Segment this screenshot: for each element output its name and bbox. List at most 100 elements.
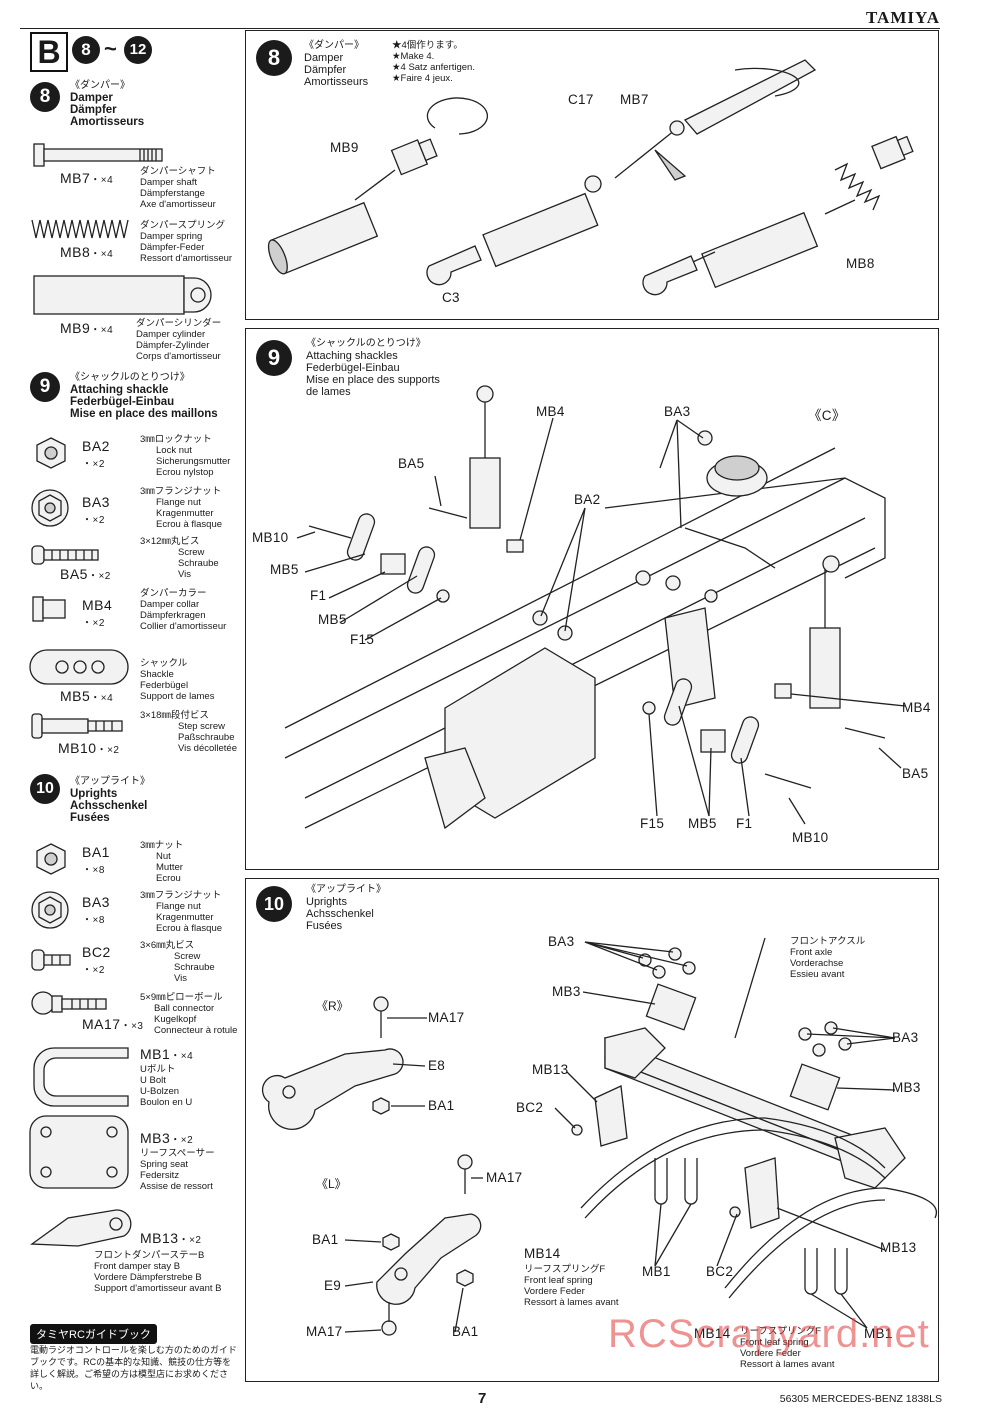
panel10-callout-e8: E8 bbox=[428, 1058, 446, 1073]
panel9-callout-f15-right: F15 bbox=[640, 816, 665, 831]
panel10-callout-ma17-l: MA17 bbox=[486, 1170, 523, 1185]
damper-spring-icon bbox=[31, 219, 129, 239]
guidebook-title: タミヤRCガイドブック bbox=[30, 1324, 157, 1344]
panel9-callout-ba3: BA3 bbox=[664, 404, 691, 419]
section-letter: B bbox=[30, 32, 68, 72]
range-tilde: ~ bbox=[104, 36, 117, 61]
front-damper-stay-icon bbox=[30, 1209, 132, 1247]
panel10-callout-ba1-bottom: BA1 bbox=[452, 1324, 479, 1339]
panel9-callout-f1-left: F1 bbox=[310, 588, 327, 603]
panel9-callout-ba2: BA2 bbox=[574, 492, 601, 507]
panel10-callout-ba1-r: BA1 bbox=[428, 1098, 455, 1113]
step-screw-icon bbox=[31, 713, 123, 739]
panel9-callout-mb4-right: MB4 bbox=[902, 700, 931, 715]
panel9-callout-mb4-top: MB4 bbox=[536, 404, 565, 419]
panel10-badge: 10 bbox=[256, 886, 292, 922]
shackle-assembly-diagram bbox=[284, 385, 906, 830]
panel10-callout-ba3-left: BA3 bbox=[548, 934, 575, 949]
panel9-callout-mb10-right: MB10 bbox=[792, 830, 829, 845]
panel9-badge: 9 bbox=[256, 340, 292, 376]
panel10-callout-ma17-bottom: MA17 bbox=[306, 1324, 343, 1339]
panel8-note: ★4個作ります。★Make 4.★4 Satz anfertigen.★Fair… bbox=[392, 40, 475, 84]
model-code: 56305 MERCEDES-BENZ 1838LS bbox=[779, 1393, 942, 1405]
sidebar-part-mb5-name: MB5・×4 bbox=[60, 688, 114, 704]
sidebar-step10-badge: 10 bbox=[30, 774, 60, 804]
screw-icon bbox=[31, 545, 99, 565]
panel10-callout-mb14-left: MB14 bbox=[524, 1246, 561, 1261]
upright-assembly-diagram bbox=[261, 937, 938, 1336]
sidebar-part-ba3b-name: BA3・×8 bbox=[82, 894, 110, 926]
panel10-callout-bc2-right: BC2 bbox=[706, 1264, 734, 1279]
panel-step8 bbox=[245, 30, 939, 320]
spring-seat-icon bbox=[29, 1115, 129, 1189]
panel8-callout-mb7: MB7 bbox=[620, 92, 649, 107]
panel9-callout-c: 《C》 bbox=[808, 408, 846, 423]
panel-step9 bbox=[245, 328, 939, 870]
panel9-callout-mb5-left2: MB5 bbox=[318, 612, 347, 627]
panel10-callout-mb1-right: MB1 bbox=[864, 1326, 893, 1341]
sidebar-part-mb10-name: MB10・×2 bbox=[58, 740, 120, 756]
sidebar-part-mb8-name: MB8・×4 bbox=[60, 244, 114, 260]
panel8-callout-c3: C3 bbox=[442, 290, 460, 305]
sidebar-part-bc2-name: BC2・×2 bbox=[82, 944, 111, 976]
damper-shaft-icon bbox=[33, 143, 163, 167]
sidebar-step8-badge: 8 bbox=[30, 82, 60, 112]
screw-icon-2 bbox=[31, 949, 71, 971]
sidebar-part-mb4-name: MB4・×2 bbox=[82, 597, 113, 629]
sidebar-part-mb3-name: MB3・×2 bbox=[140, 1130, 194, 1146]
nut-icon bbox=[36, 843, 66, 875]
sidebar-part-ba1-name: BA1・×8 bbox=[82, 844, 110, 876]
panel9-callout-ba5-top: BA5 bbox=[398, 456, 425, 471]
panel10-callout-mb1-left: MB1 bbox=[642, 1264, 671, 1279]
panel8-callout-mb9: MB9 bbox=[330, 140, 359, 155]
panel10-callout-mb3-left: MB3 bbox=[552, 984, 581, 999]
sidebar-part-mb13-name: MB13・×2 bbox=[140, 1230, 202, 1246]
panel9-callout-mb5-right: MB5 bbox=[688, 816, 717, 831]
flange-nut-icon bbox=[31, 489, 69, 527]
panel10-callout-ba3-right: BA3 bbox=[892, 1030, 919, 1045]
panel10-callout-bc2-left: BC2 bbox=[516, 1100, 544, 1115]
panel10-callout-mb13-left: MB13 bbox=[532, 1062, 569, 1077]
panel10-callout-mb3-right: MB3 bbox=[892, 1080, 921, 1095]
damper-collar-icon bbox=[32, 596, 66, 622]
sidebar-part-ma17-name: MA17・×3 bbox=[82, 1016, 144, 1032]
sidebar-part-ba5-name: BA5・×2 bbox=[60, 566, 111, 582]
panel10-left-label: 《L》 bbox=[316, 1177, 347, 1191]
panel8-callout-mb8: MB8 bbox=[846, 256, 875, 271]
shackle-icon bbox=[29, 649, 129, 685]
guidebook-text: 電動ラジオコントロールを楽しむ方のためのガイドブックです。RCの基本的な知識、競… bbox=[30, 1345, 237, 1391]
panel8-callout-c17: C17 bbox=[568, 92, 594, 107]
sidebar-part-ba2-name: BA2・×2 bbox=[82, 438, 110, 470]
sidebar-step9-badge: 9 bbox=[30, 372, 60, 402]
ball-connector-icon bbox=[31, 991, 107, 1015]
panel9-callout-mb10-left: MB10 bbox=[252, 530, 289, 545]
header-rule bbox=[20, 28, 940, 29]
panel10-callout-mb14-right: MB14 bbox=[694, 1326, 731, 1341]
sidebar-part-mb7-name: MB7・×4 bbox=[60, 170, 114, 186]
panel9-callout-ba5-right: BA5 bbox=[902, 766, 929, 781]
damper-assembly-diagram bbox=[267, 59, 914, 296]
panel10-right-label: 《R》 bbox=[316, 999, 349, 1013]
panel10-callout-mb13-right: MB13 bbox=[880, 1240, 917, 1255]
panel9-callout-f1-right: F1 bbox=[736, 816, 753, 831]
